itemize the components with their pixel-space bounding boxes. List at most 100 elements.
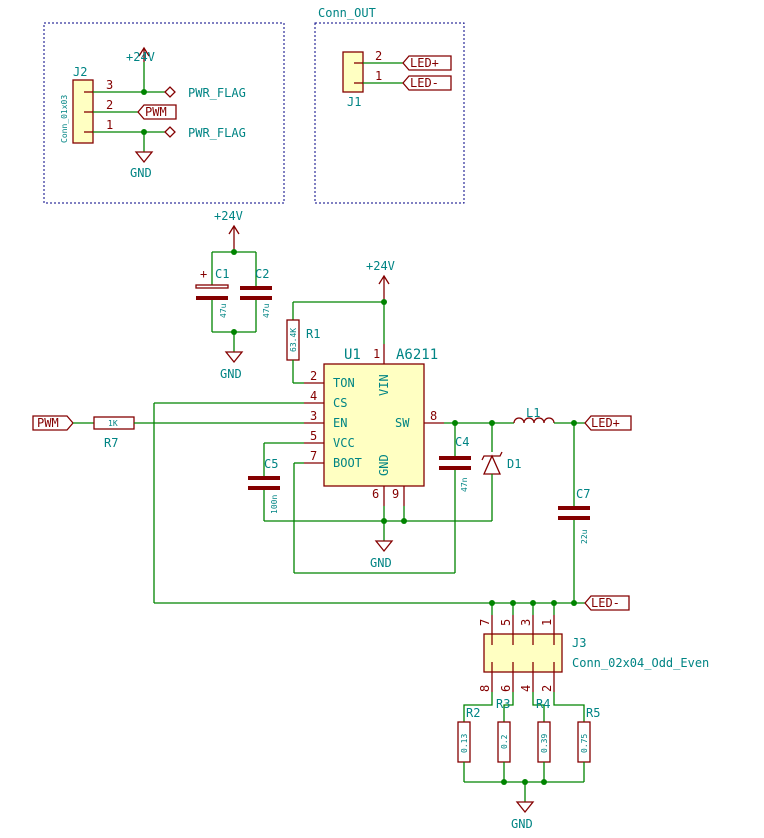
svg-text:4: 4 [310,389,317,403]
svg-text:PWM: PWM [145,105,167,119]
j2-pin-3: 3 [106,78,113,92]
resistor-r2: R2 0.13 [457,706,480,763]
conn-out-box [314,22,465,204]
capacitor-c5: C5 100n [248,457,280,514]
svg-text:6: 6 [499,685,513,692]
r2-ref: R2 [466,706,480,720]
svg-text:LED-: LED- [410,76,439,90]
gnd-u1: GND [370,540,394,570]
svg-text:BOOT: BOOT [333,456,362,470]
svg-text:GND: GND [377,454,391,476]
pwm-label-j2: PWM [137,104,177,120]
j2-pin-1: 1 [106,118,113,132]
capacitor-c2: C2 47u [240,267,272,318]
svg-text:PWM: PWM [37,416,59,430]
capacitor-c1: + C1 47u [195,267,229,318]
led-plus-label-out: LED+ [584,415,632,431]
power-input-box [43,22,285,204]
r5-ref: R5 [586,706,600,720]
j1-pin-1: 1 [375,69,382,83]
svg-text:6: 6 [372,487,379,501]
r2-value: 0.13 [460,734,469,753]
c4-value: 47n [460,477,469,492]
c5-ref: C5 [264,457,278,471]
svg-text:CS: CS [333,396,347,410]
svg-text:1: 1 [540,619,554,626]
c4-ref: C4 [455,435,469,449]
svg-text:+24V: +24V [214,209,243,223]
svg-text:+24V: +24V [366,259,395,273]
j3-value: Conn_02x04_Odd_Even [572,656,709,670]
power-24v-j2: +24V [126,46,155,64]
svg-text:TON: TON [333,376,355,390]
svg-text:5: 5 [310,429,317,443]
svg-text:VIN: VIN [377,374,391,396]
connector-j1: J1 2 1 [342,49,382,109]
led-minus-label-j1: LED- [402,75,452,91]
svg-text:PWR_FLAG: PWR_FLAG [188,86,246,100]
gnd-j2: GND [130,151,154,180]
svg-text:2: 2 [310,369,317,383]
gnd-input-caps: GND [220,351,244,381]
svg-text:GND: GND [511,817,533,831]
connector-j2: J2 Conn_01x03 3 2 1 [60,65,113,144]
resistor-r4: R4 0.39 [536,697,551,763]
r7-ref: R7 [104,436,118,450]
diode-d1: D1 [481,451,521,475]
c5-value: 100n [270,495,279,514]
capacitor-c4: C4 47n [439,435,471,492]
j1-ref: J1 [347,95,361,109]
gnd-sense: GND [511,801,535,831]
c2-value: 47u [262,303,271,318]
svg-text:3: 3 [310,409,317,423]
c1-value: 47u [219,303,228,318]
r1-value: 63.4K [289,328,298,352]
r5-value: 0.75 [580,734,589,753]
c7-value: 22u [580,529,589,544]
c2-ref: C2 [255,267,269,281]
svg-text:8: 8 [478,685,492,692]
r3-ref: R3 [496,697,510,711]
resistor-r7: 1K R7 [93,416,135,450]
connector-j3: 7 5 3 1 8 6 4 2 J3 Conn_02x04_Odd_Even [478,615,709,692]
r7-value: 1K [108,419,118,428]
led-minus-label-out: LED- [584,595,630,611]
r1-ref: R1 [306,327,320,341]
svg-text:5: 5 [499,619,513,626]
resistor-r5: R5 0.75 [577,706,600,763]
r4-value: 0.39 [540,734,549,753]
svg-text:EN: EN [333,416,347,430]
j2-ref: J2 [73,65,87,79]
power-24v-label: +24V [126,50,155,64]
r3-value: 0.2 [500,734,509,749]
pwr-flag-top: PWR_FLAG [164,86,246,100]
l1-ref: L1 [526,406,540,420]
svg-text:SW: SW [395,416,410,430]
u1-ref: U1 [344,347,361,363]
c1-ref: C1 [215,267,229,281]
svg-text:2: 2 [540,685,554,692]
svg-text:VCC: VCC [333,436,355,450]
svg-text:LED+: LED+ [591,416,620,430]
pwm-label-en: PWM [32,415,74,431]
svg-text:PWR_FLAG: PWR_FLAG [188,126,246,140]
svg-text:4: 4 [519,685,533,692]
r4-ref: R4 [536,697,550,711]
svg-text:+: + [200,267,207,281]
inductor-l1: L1 [513,406,555,424]
svg-text:GND: GND [130,166,152,180]
ic-u1: U1 A6211 TON CS EN VCC BOOT SW VIN GND 2… [304,344,444,506]
svg-text:7: 7 [310,449,317,463]
conn-out-title: Conn_OUT [318,6,376,20]
svg-text:9: 9 [392,487,399,501]
power-24v-vin: +24V [366,259,395,302]
u1-value: A6211 [396,347,438,363]
svg-text:7: 7 [478,619,492,626]
j2-value: Conn_01x03 [60,95,69,143]
c7-ref: C7 [576,487,590,501]
resistor-r1: R1 63.4K [286,319,320,361]
d1-ref: D1 [507,457,521,471]
svg-text:3: 3 [519,619,533,626]
pwr-flag-bottom: PWR_FLAG [164,126,246,140]
